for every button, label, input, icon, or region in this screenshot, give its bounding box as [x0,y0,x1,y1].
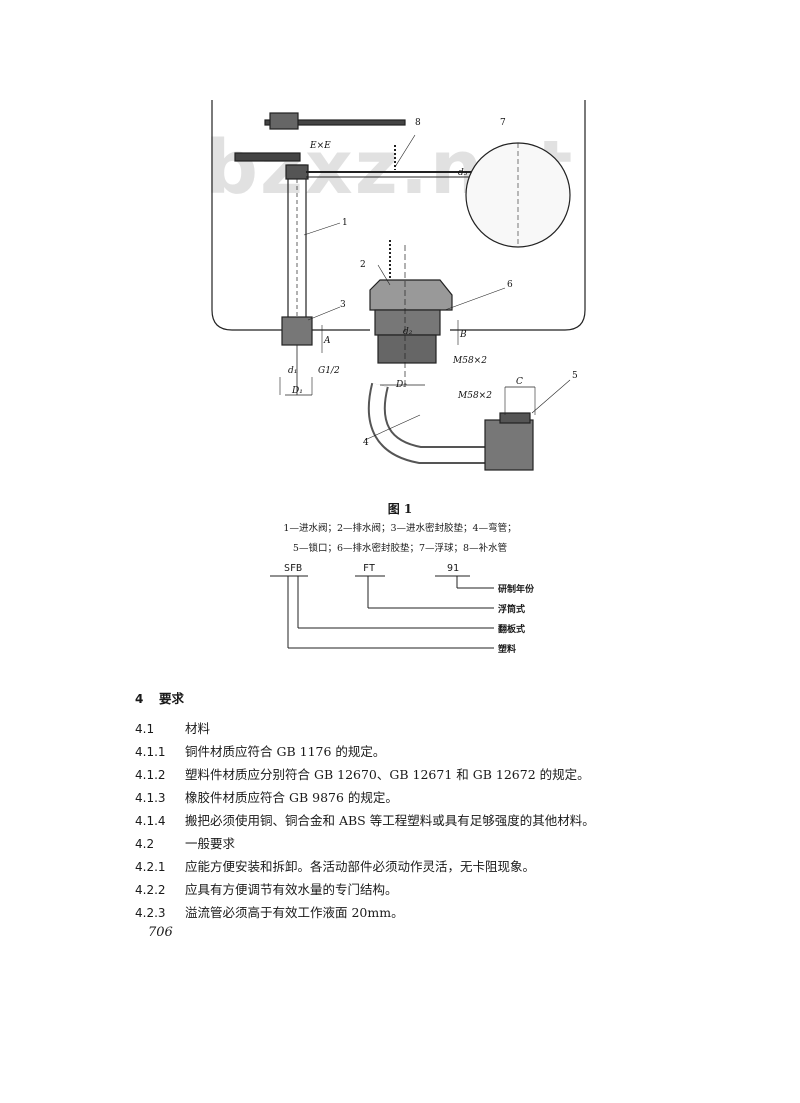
label-5: 5 [572,371,578,381]
code-desc-flap: 翻板式 [498,625,526,635]
code-part-year: 91 [447,563,460,574]
label-d1: d₁ [288,366,297,376]
label-C: C [516,377,523,387]
clause-text: 塑料件材质应分别符合 GB 12670、GB 12671 和 GB 12672 … [185,767,590,782]
label-d3: d₃ [458,168,468,178]
label-8: 8 [415,118,421,128]
label-D2: D₂ [395,380,407,390]
code-desc-plastic: 塑料 [498,645,517,655]
label-7: 7 [500,118,506,128]
clause-4-2-1: 4.2.1 应能方便安装和拆卸。各活动部件必须动作灵活，无卡阻现象。 [135,856,535,875]
label-exe: E×E [309,141,331,151]
label-d2: d₂ [403,327,413,337]
clause-4-1: 4.1 材料 [135,718,210,737]
code-desc-float: 浮筒式 [498,605,526,615]
label-2: 2 [360,260,366,270]
clause-number: 4.2 [135,837,155,851]
figure-title: 图 1 [387,502,413,516]
clause-text: 橡胶件材质应符合 GB 9876 的规定。 [185,790,398,805]
clause-text: 应具有方便调节有效水量的专门结构。 [185,882,398,897]
clause-number: 4.1.4 [135,814,166,828]
label-6: 6 [507,280,513,290]
clause-4-1-1: 4.1.1 铜件材质应符合 GB 1176 的规定。 [135,741,385,760]
clause-number: 4.1 [135,722,155,736]
label-m58-lower: M58×2 [457,391,492,401]
model-code-diagram: SFB FT 91 研制年份 浮筒式 翻板式 塑料 [270,563,560,658]
clause-number: 4.2.3 [135,906,166,920]
label-A: A [323,336,331,346]
clause-number: 4.2.1 [135,860,166,874]
code-part-sfb: SFB [284,563,303,574]
label-D1: D₁ [291,386,303,396]
code-part-ft: FT [363,563,376,574]
clause-4-1-2: 4.1.2 塑料件材质应分别符合 GB 12670、GB 12671 和 GB 1… [135,764,590,783]
label-g12: G1/2 [318,366,340,376]
clause-text: 搬把必须使用铜、铜合金和 ABS 等工程塑料或具有足够强度的其他材料。 [185,813,595,828]
clause-text: 溢流管必须高于有效工作液面 20mm。 [185,905,404,920]
clause-4-1-4: 4.1.4 搬把必须使用铜、铜合金和 ABS 等工程塑料或具有足够强度的其他材料。 [135,810,595,829]
section-heading: 4 要求 [135,688,184,707]
label-m58-upper: M58×2 [452,356,487,366]
section-number: 4 [135,692,144,706]
clause-4-2: 4.2 一般要求 [135,833,235,852]
clause-4-2-3: 4.2.3 溢流管必须高于有效工作液面 20mm。 [135,902,404,921]
clause-text: 材料 [185,721,211,736]
label-4: 4 [363,438,369,448]
label-3: 3 [340,300,346,310]
clause-4-1-3: 4.1.3 橡胶件材质应符合 GB 9876 的规定。 [135,787,398,806]
clause-4-2-2: 4.2.2 应具有方便调节有效水量的专门结构。 [135,879,398,898]
clause-text: 应能方便安装和拆卸。各活动部件必须动作灵活，无卡阻现象。 [185,859,536,874]
label-1: 1 [342,218,348,228]
clause-number: 4.1.1 [135,745,166,759]
code-diagram-lines [270,575,494,649]
technical-drawing: 1 2 3 4 5 6 7 8 E×E d₃ d₁ D₁ d₂ D₂ A B C… [211,100,586,471]
page-number: 706 [148,925,173,940]
figure-caption-line-1: 1—进水阀；2—排水阀；3—进水密封胶垫；4—弯管； [283,523,517,534]
clause-number: 4.1.2 [135,768,166,782]
clause-number: 4.2.2 [135,883,166,897]
clause-text: 铜件材质应符合 GB 1176 的规定。 [185,744,386,759]
clause-number: 4.1.3 [135,791,166,805]
figure-caption-line-2: 5—锁口；6—排水密封胶垫；7—浮球；8—补水管 [292,543,508,554]
code-desc-year: 研制年份 [498,585,535,595]
label-B: B [459,330,467,340]
clause-text: 一般要求 [185,836,236,851]
section-title: 要求 [159,691,185,706]
